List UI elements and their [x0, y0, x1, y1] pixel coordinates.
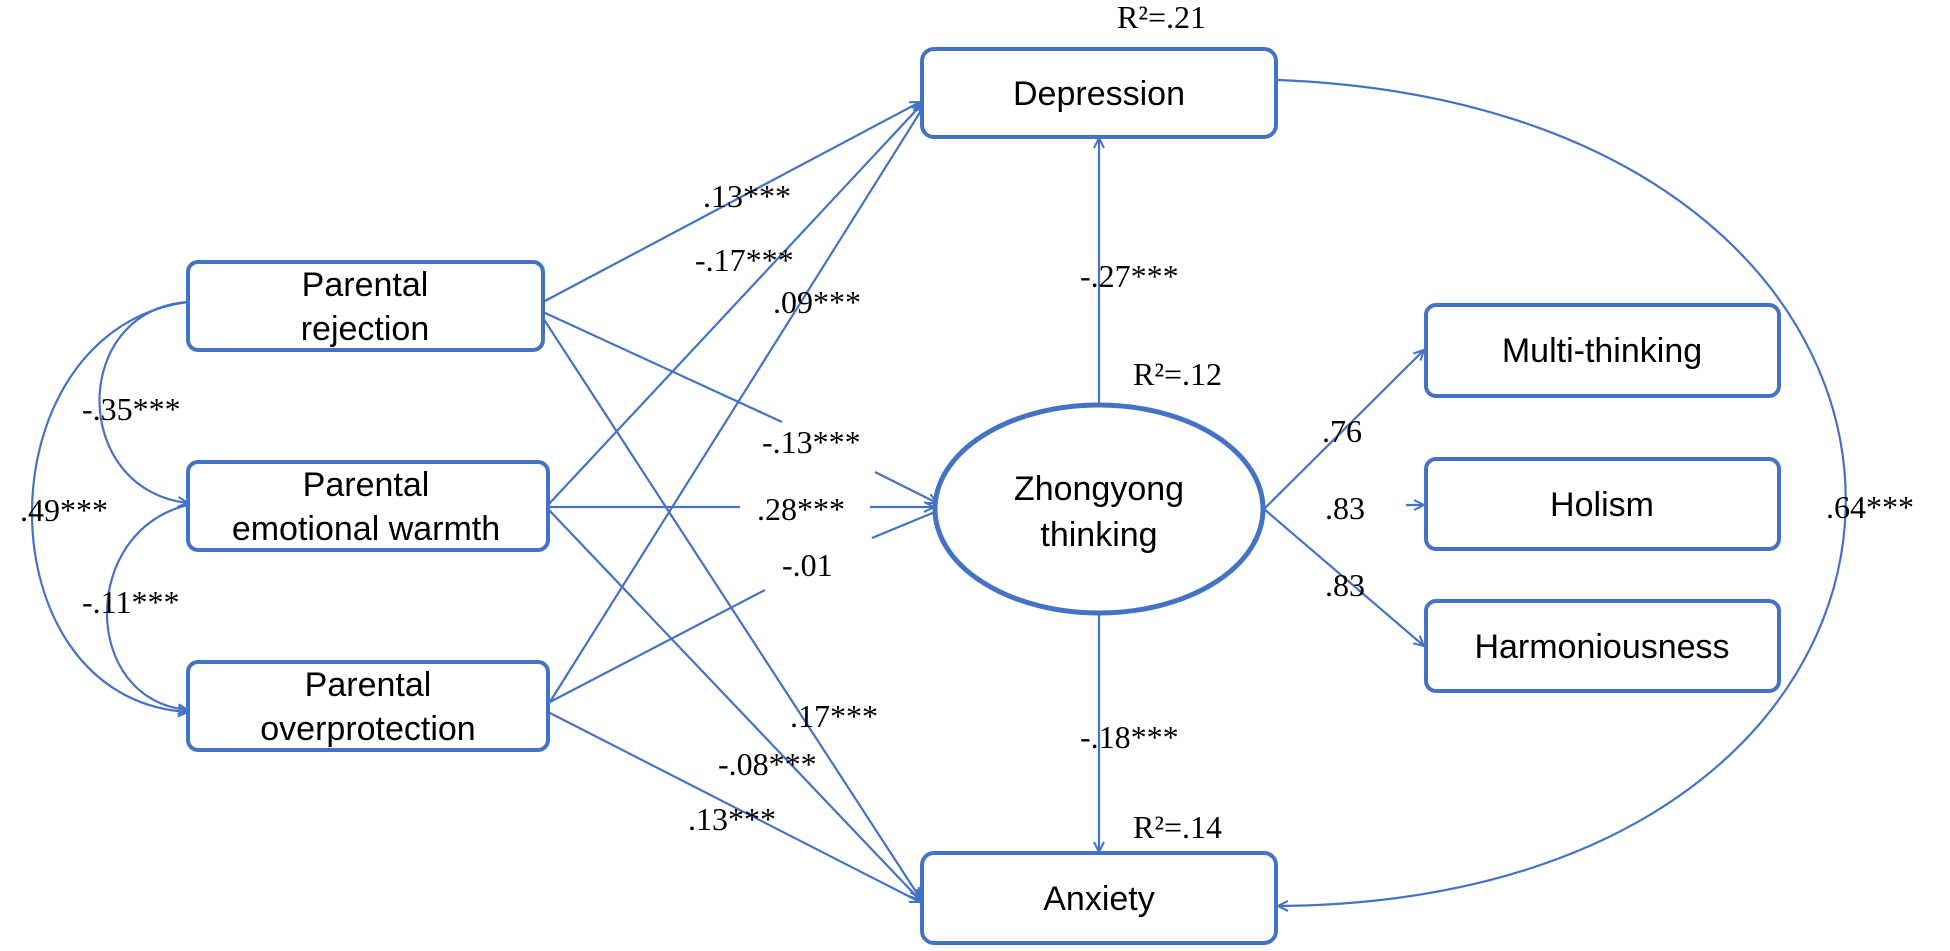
node-multi-thinking: Multi-thinking — [1424, 303, 1781, 398]
path-overprotection-zhongyong-tail — [871, 510, 936, 540]
coef-overprotection-depression: .09*** — [773, 284, 861, 320]
node-label: Parental — [302, 266, 429, 304]
node-label: thinking — [1040, 516, 1157, 554]
coef-rejection-depression: .13*** — [703, 178, 791, 214]
node-holism: Holism — [1424, 457, 1781, 551]
coef-zhongyong-holism: .83 — [1325, 490, 1365, 526]
coef-corr-rejection-overprotection: .49*** — [20, 492, 108, 528]
node-label: Harmoniousness — [1474, 628, 1729, 666]
path-rejection-zhongyong-arrow — [874, 471, 937, 503]
coef-rejection-zhongyong: -.13*** — [762, 424, 861, 460]
node-zhongyong-thinking: Zhongyong thinking — [932, 402, 1266, 616]
coef-overprotection-anxiety: .13*** — [688, 801, 776, 837]
node-depression: Depression — [920, 47, 1278, 139]
corr-warmth-overprotection — [105, 503, 188, 710]
r2-depression: R²=.21 — [1117, 0, 1206, 35]
node-label: Zhongyong — [1014, 470, 1184, 508]
path-overprotection-depression — [547, 106, 924, 706]
node-parental-emotional-warmth: Parental emotional warmth — [186, 460, 550, 552]
path-warmth-depression — [547, 104, 922, 506]
r2-zhongyong: R²=.12 — [1133, 356, 1222, 392]
node-label: Multi-thinking — [1502, 332, 1702, 370]
node-harmoniousness: Harmoniousness — [1424, 599, 1781, 693]
path-zhongyong-harm — [1263, 508, 1424, 646]
path-rejection-depression — [542, 102, 920, 303]
node-label: Parental — [303, 466, 430, 504]
path-warmth-anxiety — [547, 508, 920, 900]
coef-rejection-anxiety: .17*** — [790, 698, 878, 734]
corr-rejection-overprotection — [31, 300, 188, 712]
coef-zhongyong-depression: -.27*** — [1080, 258, 1179, 294]
path-rejection-anxiety — [542, 317, 920, 898]
node-parental-overprotection: Parental overprotection — [186, 660, 550, 752]
path-overprotection-zhongyong — [547, 589, 766, 704]
coef-depression-anxiety: .64*** — [1826, 489, 1914, 525]
node-label: Anxiety — [1043, 880, 1155, 918]
node-label: Depression — [1013, 75, 1185, 113]
node-label: Parental — [305, 666, 432, 704]
coef-warmth-zhongyong: .28*** — [757, 491, 845, 527]
path-overprotection-anxiety — [547, 711, 920, 902]
coef-overprotection-zhongyong: -.01 — [782, 547, 833, 583]
coef-zhongyong-harm: .83 — [1325, 567, 1365, 603]
coef-warmth-anxiety: -.08*** — [718, 746, 817, 782]
node-parental-rejection: Parental rejection — [186, 260, 545, 352]
node-label: Holism — [1550, 486, 1654, 524]
coef-zhongyong-anxiety: -.18*** — [1080, 719, 1179, 755]
path-rejection-zhongyong — [542, 311, 783, 423]
node-label: emotional warmth — [232, 510, 500, 548]
coef-zhongyong-multi: .76 — [1322, 413, 1362, 449]
path-zhongyong-multi — [1263, 350, 1424, 510]
coef-warmth-depression: -.17*** — [695, 242, 794, 278]
corr-depression-anxiety — [1278, 78, 1847, 906]
coef-corr-warmth-overprotection: -.11*** — [82, 584, 179, 620]
coef-corr-rejection-warmth: -.35*** — [82, 391, 181, 427]
node-anxiety: Anxiety — [920, 851, 1278, 945]
node-label: rejection — [301, 310, 430, 348]
r2-anxiety: R²=.14 — [1133, 809, 1222, 845]
node-label: overprotection — [260, 710, 475, 748]
